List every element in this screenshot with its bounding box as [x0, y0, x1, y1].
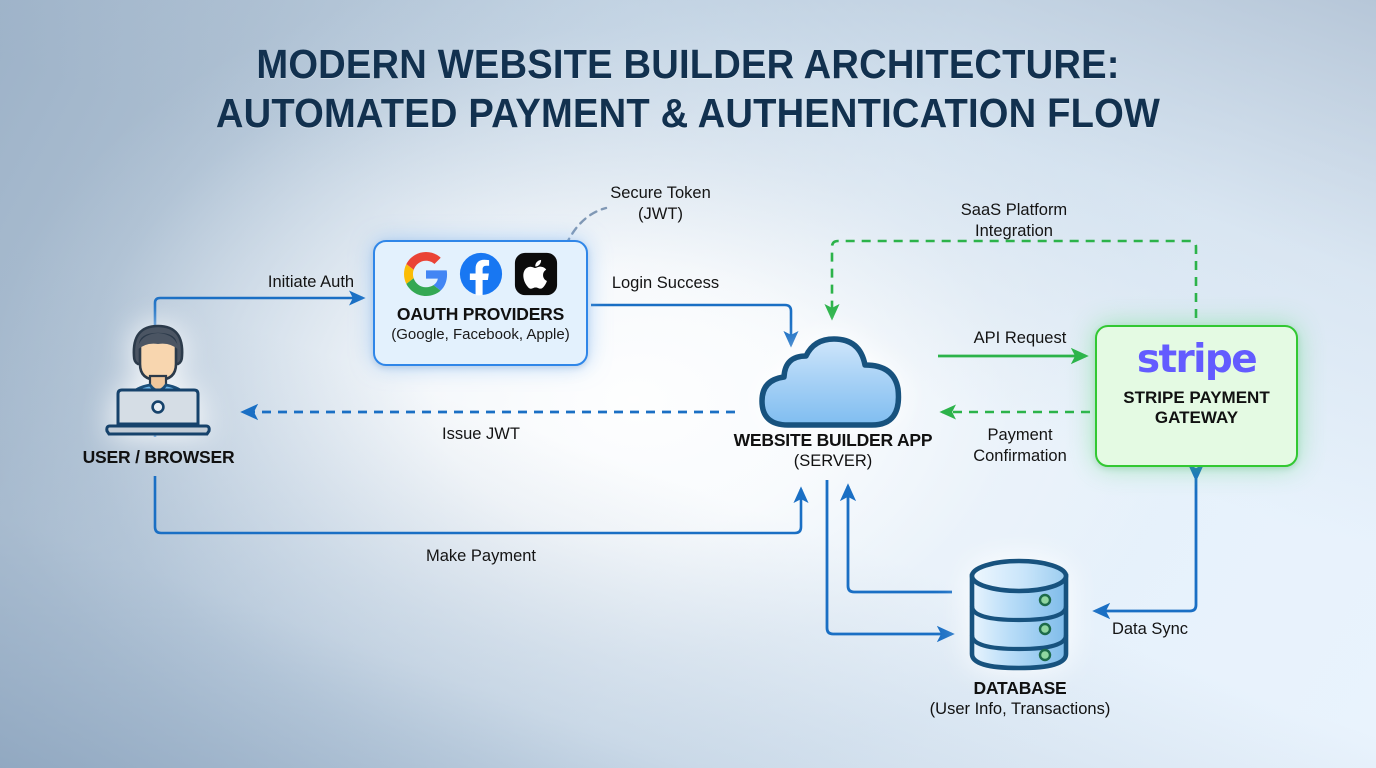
- stripe-label-line-1: STRIPE PAYMENT: [1123, 388, 1270, 407]
- label-secure-token: Secure Token (JWT): [583, 183, 738, 225]
- label-initiate-auth: Initiate Auth: [267, 273, 355, 291]
- database-label: DATABASE: [973, 678, 1067, 698]
- app-label-line-1: WEBSITE BUILDER APP: [733, 430, 933, 450]
- user-label: USER / BROWSER: [82, 447, 235, 467]
- saas-integration-line-2: Integration: [975, 222, 1053, 240]
- label-login-success: Login Success: [611, 274, 720, 292]
- user-browser-icon: [92, 312, 224, 444]
- label-saas-integration: SaaS Platform Integration: [935, 200, 1093, 242]
- label-payment-confirmation: Payment Confirmation: [941, 425, 1099, 467]
- edge-data-sync: [1092, 463, 1205, 620]
- edge-make-payment: [153, 476, 809, 535]
- database-subtitle: (User Info, Transactions): [929, 700, 1111, 718]
- website-builder-cloud-icon: [752, 325, 916, 431]
- edge-initiate-auth: [153, 290, 366, 437]
- apple-icon: [514, 252, 557, 295]
- label-make-payment: Make Payment: [425, 547, 537, 565]
- stripe-label-line-2: GATEWAY: [1154, 408, 1239, 427]
- facebook-icon: [459, 252, 502, 295]
- edge-db-read: [839, 483, 952, 594]
- edge-db-write: [825, 480, 955, 643]
- label-api-request: API Request: [973, 329, 1067, 347]
- secure-token-line-2: (JWT): [638, 205, 683, 223]
- saas-integration-line-1: SaaS Platform: [960, 201, 1068, 219]
- secure-token-line-1: Secure Token: [610, 184, 711, 202]
- edge-saas-integration: [824, 239, 1198, 321]
- stripe-gateway-node[interactable]: stripe STRIPE PAYMENT GATEWAY: [1095, 325, 1298, 467]
- oauth-subtitle: (Google, Facebook, Apple): [391, 326, 570, 343]
- database-caption: DATABASE (User Info, Transactions): [865, 678, 1175, 720]
- oauth-title: OAUTH PROVIDERS: [396, 304, 565, 324]
- stripe-label: STRIPE PAYMENT GATEWAY: [1123, 388, 1269, 428]
- edge-login-success: [591, 303, 799, 348]
- label-data-sync: Data Sync: [1111, 620, 1189, 638]
- database-icon: [966, 556, 1072, 674]
- oauth-providers-node[interactable]: OAUTH PROVIDERS (Google, Facebook, Apple…: [373, 240, 588, 366]
- title-line-2: AUTOMATED PAYMENT & AUTHENTICATION FLOW: [215, 90, 1161, 136]
- payment-confirmation-line-1: Payment: [987, 426, 1053, 444]
- label-issue-jwt: Issue JWT: [442, 425, 520, 443]
- website-builder-caption: WEBSITE BUILDER APP (SERVER): [688, 430, 978, 472]
- page-title: MODERN WEBSITE BUILDER ARCHITECTURE: AUT…: [48, 40, 1328, 138]
- google-icon: [403, 251, 447, 296]
- oauth-logo-row: [403, 251, 558, 296]
- payment-confirmation-line-2: Confirmation: [973, 447, 1067, 465]
- user-browser-caption: USER / BROWSER: [36, 447, 281, 468]
- stripe-wordmark: stripe: [1136, 337, 1258, 382]
- title-line-1: MODERN WEBSITE BUILDER ARCHITECTURE:: [256, 41, 1120, 87]
- app-label-line-2: (SERVER): [793, 452, 873, 470]
